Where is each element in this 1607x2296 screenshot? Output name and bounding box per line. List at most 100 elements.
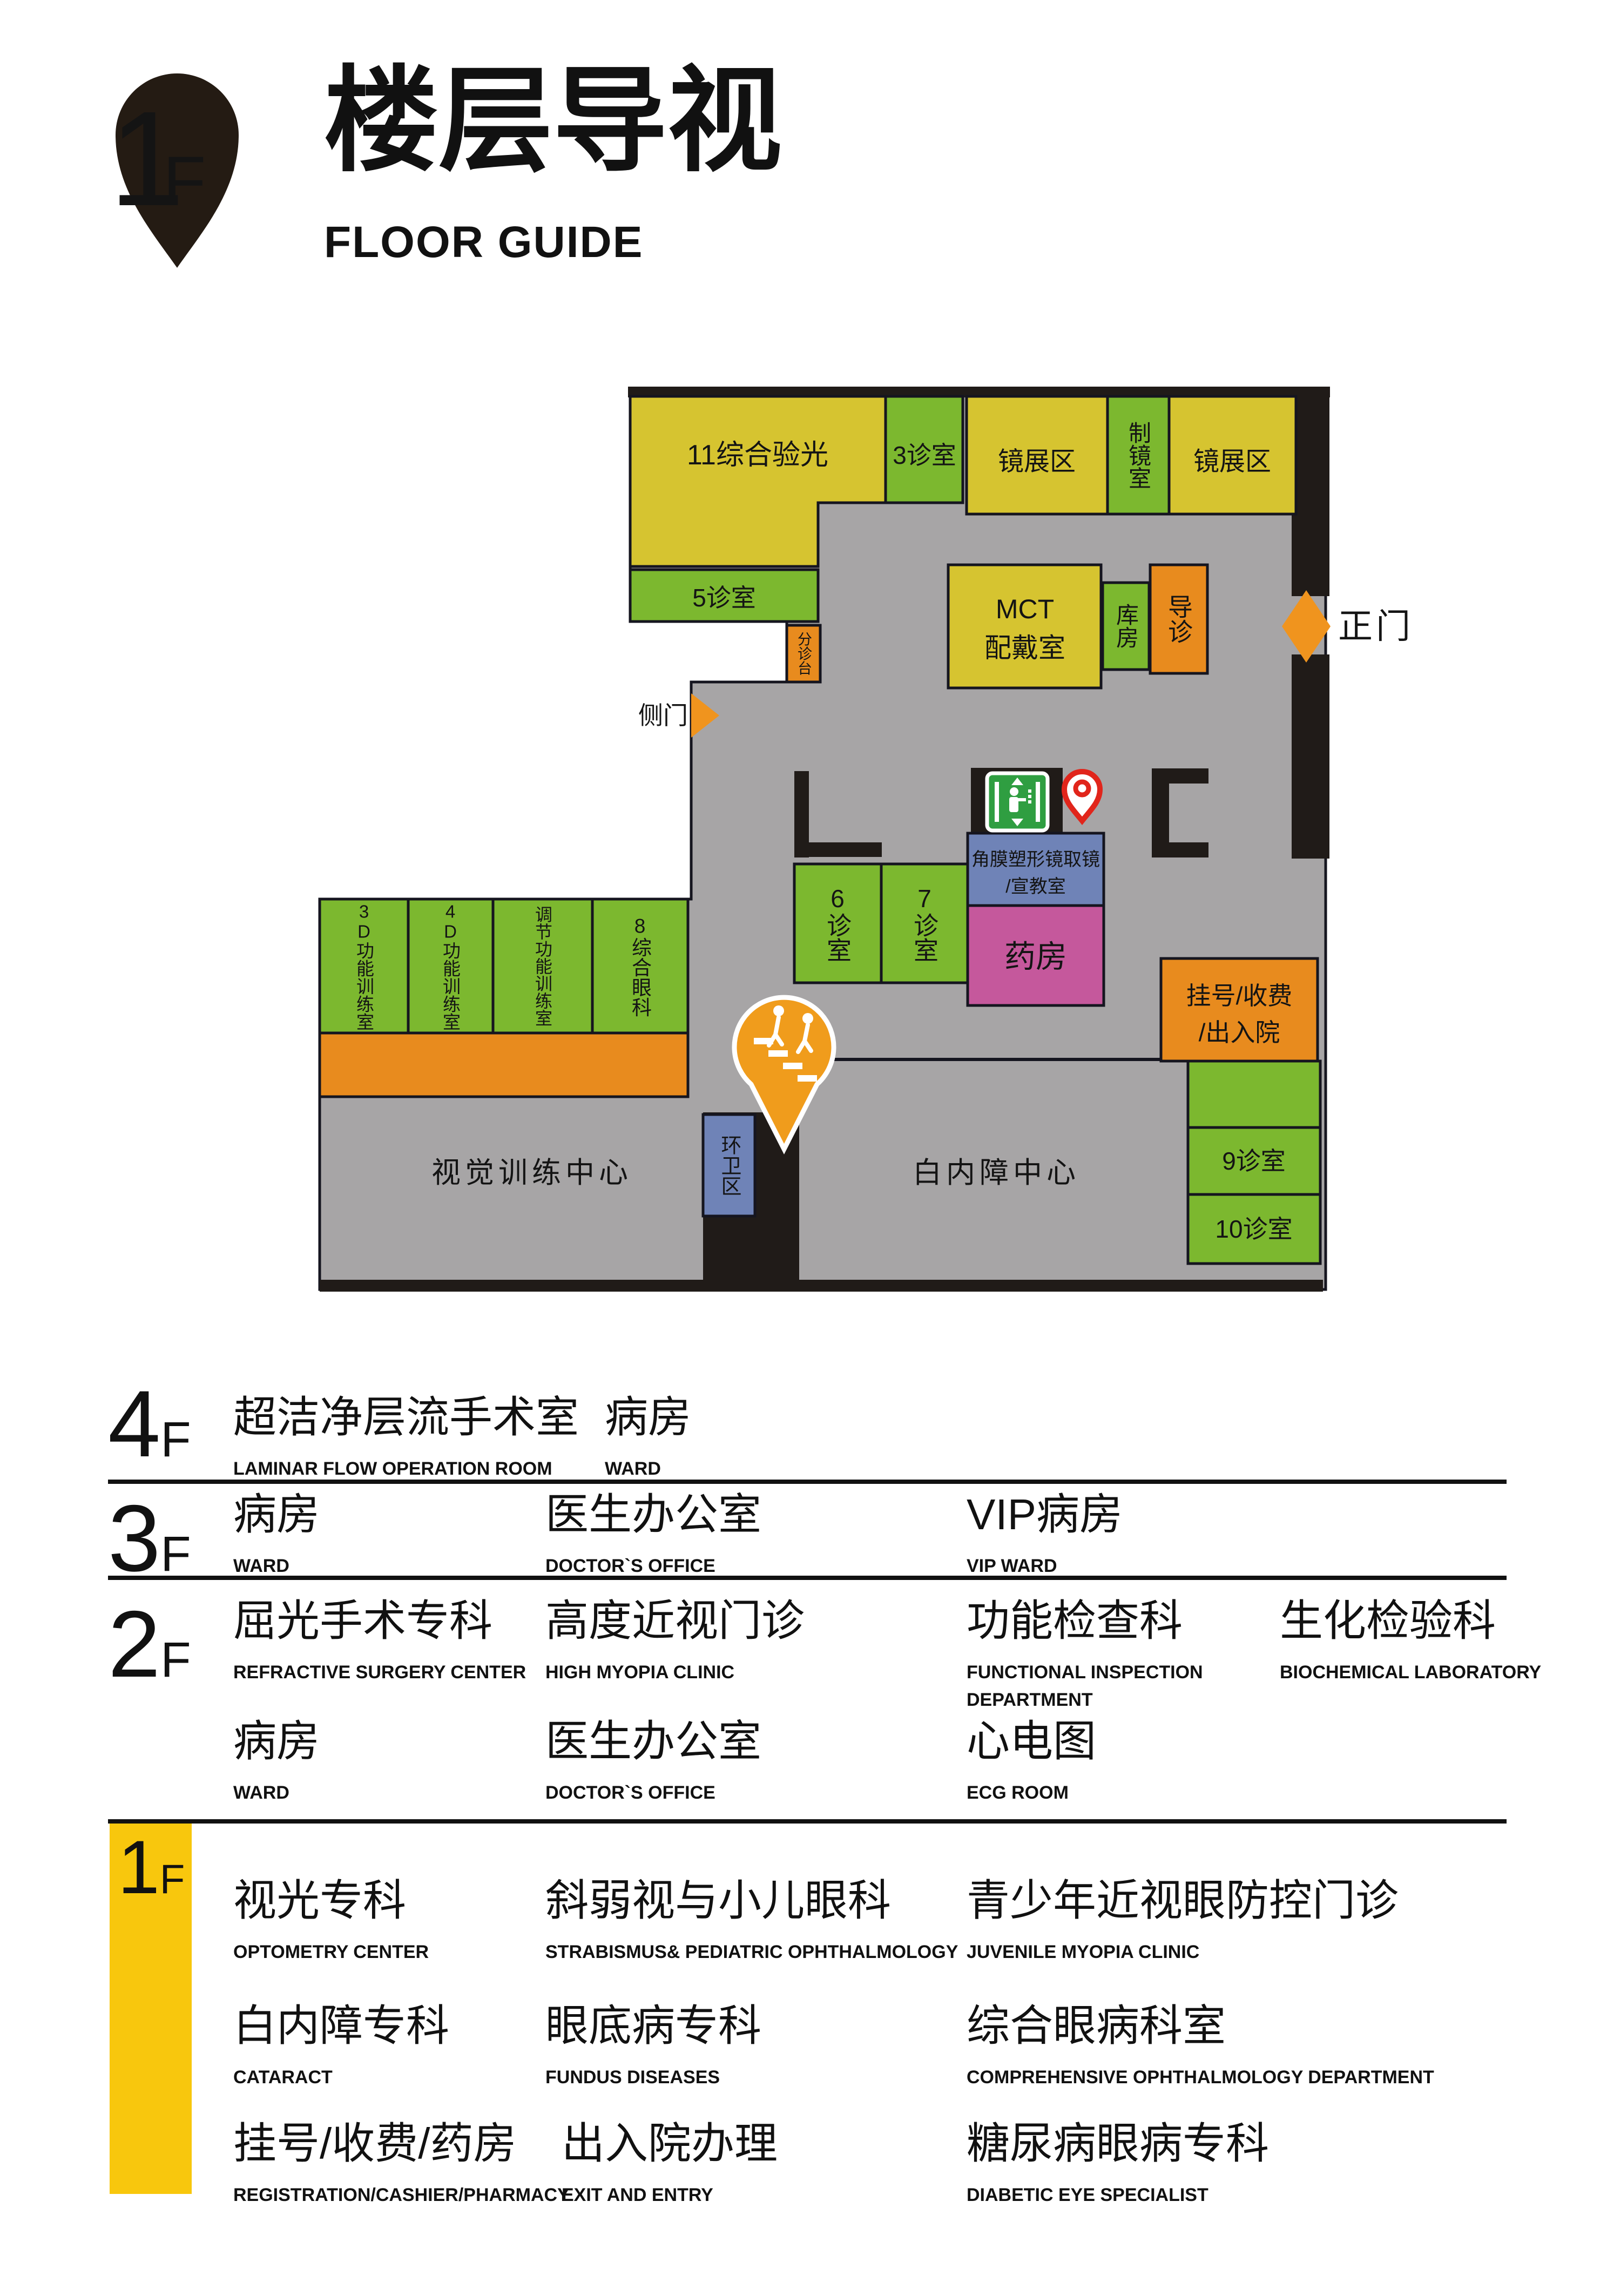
floor-2f-digit: 2 bbox=[108, 1592, 161, 1697]
item-en: BIOCHEMICAL LABORATORY bbox=[1280, 1662, 1542, 1683]
item-en: VIP WARD bbox=[967, 1556, 1057, 1576]
room-unlabeled-green bbox=[1186, 1059, 1322, 1129]
item-cn: 白内障专科 bbox=[233, 2002, 449, 2050]
floor-3f-suffix: F bbox=[160, 1527, 191, 1582]
item-cn: 病房 bbox=[233, 1717, 320, 1765]
room-mct-label-line1: MCT bbox=[996, 594, 1054, 624]
directory-item: 青少年近视眼防控门诊 JUVENILE MYOPIA CLINIC bbox=[967, 1879, 1399, 1966]
item-en: HIGH MYOPIA CLINIC bbox=[545, 1662, 735, 1683]
directory-item: 生化检验科 BIOCHEMICAL LABORATORY bbox=[1280, 1599, 1541, 1686]
item-en: CATARACT bbox=[233, 2067, 333, 2088]
directory-item: 眼底病专科 FUNDUS DISEASES bbox=[545, 2004, 761, 2091]
page-subtitle: FLOOR GUIDE bbox=[324, 218, 644, 267]
room-clinic6-label: 6诊室 bbox=[823, 884, 852, 962]
side-gate-arrow-icon bbox=[691, 693, 719, 738]
floor-3f-digit: 3 bbox=[108, 1486, 161, 1591]
floor-1f-digit: 1 bbox=[118, 1825, 160, 1909]
directory-item: 视光专科 OPTOMETRY CENTER bbox=[233, 1879, 429, 1966]
floor-plan-map: 11综合验光 3诊室 镜展区 制镜室 镜展区 5诊室 分诊台 MCT 配戴室 库… bbox=[318, 387, 1414, 1292]
wall-top bbox=[628, 387, 1330, 397]
room-clinic6 bbox=[793, 862, 883, 984]
room-guide-desk bbox=[1149, 563, 1209, 675]
item-cn: VIP病房 bbox=[967, 1490, 1123, 1538]
item-cn: 病房 bbox=[605, 1393, 691, 1441]
page-title: 楼层导视 bbox=[324, 57, 782, 185]
item-cn: 斜弱视与小儿眼科 bbox=[545, 1876, 891, 1924]
room-ortho-lens-label-line1: 角膜塑形镜取镜 bbox=[971, 849, 1100, 870]
room-clinic7-label: 7诊室 bbox=[910, 884, 938, 962]
item-en: FUNDUS DISEASES bbox=[545, 2067, 720, 2088]
directory-item: 超洁净层流手术室 LAMINAR FLOW OPERATION ROOM bbox=[233, 1396, 579, 1483]
directory-item: 高度近视门诊 HIGH MYOPIA CLINIC bbox=[545, 1599, 805, 1686]
item-cn: 综合眼病科室 bbox=[967, 2002, 1226, 2050]
item-cn: 医生办公室 bbox=[545, 1490, 761, 1538]
room-clinic5-label: 5诊室 bbox=[692, 584, 756, 612]
room-registration-label-line1: 挂号/收费 bbox=[1186, 982, 1293, 1010]
divider bbox=[108, 1576, 1507, 1580]
item-en: WARD bbox=[233, 1556, 289, 1576]
room-sanitation bbox=[701, 1113, 757, 1218]
vision-training-center-label: 视觉训练中心 bbox=[431, 1157, 632, 1189]
directory-item: 斜弱视与小儿眼科 STRABISMUS& PEDIATRIC OPHTHALMO… bbox=[545, 1879, 958, 1966]
main-gate-label: 正门 bbox=[1338, 607, 1414, 646]
item-cn: 屈光手术专科 bbox=[233, 1597, 492, 1645]
divider bbox=[108, 1819, 1507, 1824]
item-en: WARD bbox=[605, 1458, 661, 1479]
floor-1f-suffix: F bbox=[159, 1856, 185, 1902]
floor-area bbox=[318, 393, 1327, 1291]
floor-badge-pin-icon bbox=[116, 73, 239, 268]
item-en: ECG ROOM bbox=[967, 1782, 1069, 1803]
directory-item: 病房 WARD bbox=[233, 1720, 320, 1807]
item-en: WARD bbox=[233, 1782, 289, 1803]
floor-2f-suffix: F bbox=[160, 1632, 191, 1687]
item-cn: 生化检验科 bbox=[1280, 1597, 1496, 1645]
room-triage-desk bbox=[785, 624, 822, 684]
directory-item: 出入院办理 EXIT AND ENTRY bbox=[562, 2122, 778, 2209]
room-guide-desk-label: 导诊 bbox=[1165, 594, 1193, 644]
room-training-4d-label: 4D功能训练室 bbox=[441, 902, 461, 1031]
directory-item: 白内障专科 CATARACT bbox=[233, 2004, 449, 2091]
item-cn: 病房 bbox=[233, 1490, 320, 1538]
floor-1f-highlight-bar bbox=[110, 1824, 192, 2194]
room-sanitation-label: 环卫区 bbox=[718, 1135, 741, 1196]
stairs-icon bbox=[732, 995, 836, 1154]
directory-item: 医生办公室 DOCTOR`S OFFICE bbox=[545, 1720, 761, 1807]
room-glasses-zone1-label: 镜展区 bbox=[998, 448, 1076, 476]
directory-item: 病房 WARD bbox=[605, 1396, 691, 1483]
item-cn: 挂号/收费/药房 bbox=[233, 2119, 517, 2167]
wall-bracket-top bbox=[1152, 768, 1208, 784]
room-clinic10 bbox=[1186, 1193, 1322, 1265]
room-training-adjust-label: 调节功能训练室 bbox=[533, 906, 552, 1027]
room-registration bbox=[1159, 957, 1319, 1063]
room-triage-desk-label: 分诊台 bbox=[795, 632, 812, 676]
item-cn: 出入院办理 bbox=[562, 2119, 778, 2167]
item-en: DOCTOR`S OFFICE bbox=[545, 1782, 715, 1803]
floor-4f-suffix: F bbox=[160, 1412, 191, 1467]
item-en: COMPREHENSIVE OPHTHALMOLOGY DEPARTMENT bbox=[967, 2067, 1434, 2088]
elevator-icon bbox=[985, 771, 1050, 833]
wall-bracket-bottom bbox=[1152, 842, 1208, 857]
room-clinic9 bbox=[1186, 1126, 1322, 1196]
room-glasses-zone2 bbox=[1167, 395, 1298, 516]
room-mct bbox=[947, 563, 1103, 690]
item-en: STRABISMUS& PEDIATRIC OPHTHALMOLOGY bbox=[545, 1942, 958, 1962]
item-en: DIABETIC EYE SPECIALIST bbox=[967, 2185, 1208, 2205]
room-optometry11-label: 11综合验光 bbox=[687, 440, 828, 471]
item-cn: 视光专科 bbox=[233, 1876, 406, 1924]
cataract-center-label: 白内障中心 bbox=[913, 1157, 1080, 1189]
floor-4f-digit: 4 bbox=[108, 1372, 161, 1477]
room-training-3d-label: 3D功能训练室 bbox=[354, 902, 374, 1031]
floor-badge: 1 F bbox=[109, 73, 239, 268]
room-clinic3 bbox=[884, 395, 964, 504]
directory-item: 糖尿病眼病专科 DIABETIC EYE SPECIALIST bbox=[967, 2122, 1269, 2209]
divider bbox=[108, 1480, 1507, 1484]
room-pharmacy-label: 药房 bbox=[1004, 940, 1067, 975]
side-gate-label: 侧门 bbox=[638, 701, 688, 730]
directory-item: VIP病房 VIP WARD bbox=[967, 1493, 1123, 1580]
item-cn: 青少年近视眼防控门诊 bbox=[967, 1876, 1399, 1924]
room-comprehensive8-label: 8综合眼科 bbox=[629, 915, 652, 1017]
room-storage-label: 库房 bbox=[1113, 603, 1139, 649]
item-en: DOCTOR`S OFFICE bbox=[545, 1556, 715, 1576]
